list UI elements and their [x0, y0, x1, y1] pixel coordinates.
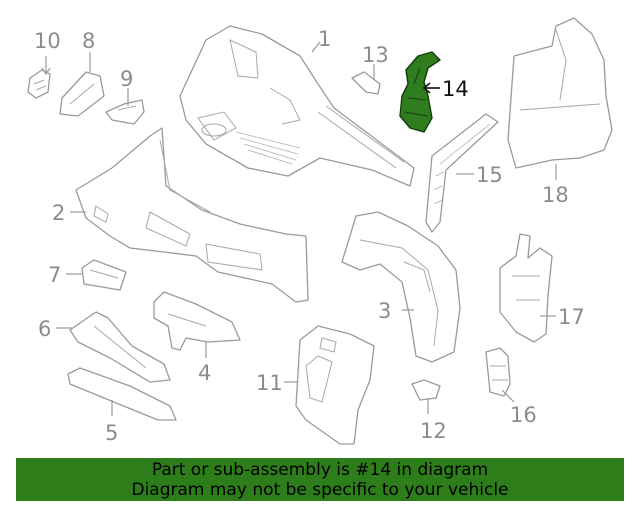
label-7: 7 [48, 263, 61, 287]
label-17: 17 [558, 305, 585, 329]
part-9-bracket [105, 88, 145, 125]
label-15: 15 [476, 163, 503, 187]
label-6: 6 [38, 317, 51, 341]
label-2: 2 [52, 201, 65, 225]
label-16: 16 [510, 403, 537, 427]
label-13: 13 [362, 43, 389, 67]
banner-line-1: Part or sub-assembly is #14 in diagram [151, 460, 489, 480]
banner-line-2: Diagram may not be specific to your vehi… [131, 480, 509, 500]
part-17-bracket [499, 233, 556, 343]
part-info-banner: Part or sub-assembly is #14 in diagram D… [16, 458, 624, 501]
label-1: 1 [318, 27, 331, 51]
label-10: 10 [34, 29, 61, 53]
part-3-wheelhouse [341, 211, 461, 363]
parts-diagram: 10 8 9 1 13 14 [27, 17, 613, 445]
part-7-trim [66, 259, 127, 291]
part-18-side-panel [507, 17, 613, 180]
part-16-block [485, 347, 515, 403]
part-11-storage-bin [284, 325, 375, 445]
label-14: 14 [442, 77, 469, 101]
part-13-clip [351, 64, 381, 95]
part-12-clip [411, 379, 441, 414]
label-9: 9 [120, 67, 133, 91]
label-4: 4 [198, 361, 211, 385]
part-2-lower-panel [70, 127, 309, 303]
label-12: 12 [420, 419, 447, 443]
part-6-long-trim [56, 311, 171, 383]
label-3: 3 [378, 299, 391, 323]
part-8-trim [59, 52, 105, 117]
part-1-inner-panel [179, 25, 415, 187]
label-18: 18 [542, 183, 569, 207]
part-14-bracket-highlighted [399, 51, 441, 133]
part-4-bracket [153, 291, 241, 358]
part-15-rail [425, 113, 499, 233]
part-5-sill [67, 367, 177, 421]
part-10-clip [27, 56, 51, 99]
label-5: 5 [105, 421, 118, 445]
label-8: 8 [82, 29, 95, 53]
label-11: 11 [256, 371, 283, 395]
